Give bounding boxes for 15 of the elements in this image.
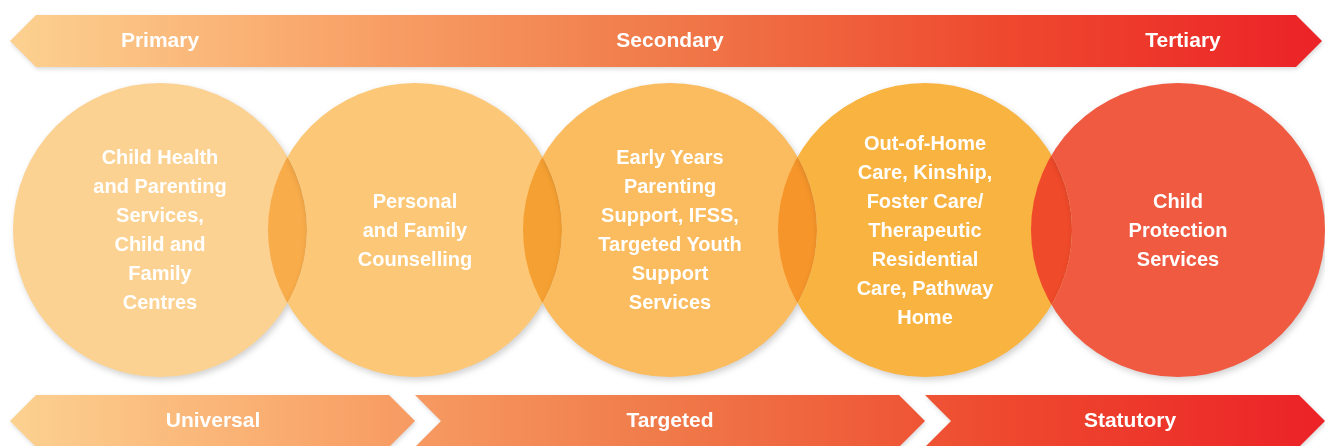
band-label: Secondary <box>616 28 724 52</box>
band-label: Statutory <box>1083 408 1177 432</box>
arrow-band <box>10 15 1322 67</box>
arrow-band <box>10 395 415 446</box>
service-label: Early Years Parenting Support, IFSS, Targeted Youth Support Services <box>597 145 743 315</box>
service-label: Child Protection Services <box>1127 188 1229 272</box>
band-label: Targeted <box>626 408 714 432</box>
arrow-band <box>415 395 925 446</box>
arrow-band <box>925 395 1325 446</box>
service-label: Child Health and Parenting Services, Child and Family Centres <box>92 145 228 315</box>
band-label: Tertiary <box>1145 28 1221 52</box>
band-label: Primary <box>120 28 200 52</box>
service-label: Out-of-Home Care, Kinship, Foster Care/ Therapeutic Residential Care, Pathway Home <box>855 130 995 330</box>
band-label: Universal <box>165 408 261 432</box>
service-label: Personal and Family Counselling <box>356 188 474 272</box>
